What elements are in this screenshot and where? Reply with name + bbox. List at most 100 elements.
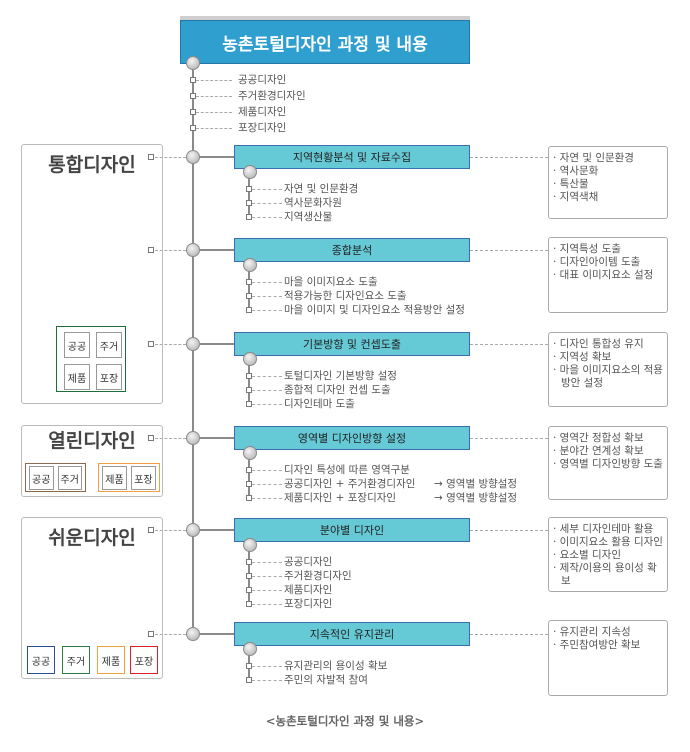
connector-line — [470, 530, 548, 531]
chip-public: 공공 — [64, 332, 90, 358]
bullet-square-icon — [246, 200, 252, 206]
chip-product: 제품 — [97, 646, 125, 674]
note-box: · 세부 디자인테마 활용· 이미지요소 활용 디자인· 요소별 디자인· 제작… — [548, 517, 668, 592]
sub-timeline — [248, 362, 250, 404]
connector-line — [196, 128, 232, 129]
connector-line — [199, 249, 234, 251]
top-item-label: 공공디자인 — [238, 74, 287, 86]
top-item-label: 포장디자인 — [238, 122, 287, 134]
stage-box: 지속적인 유지관리 — [234, 622, 470, 646]
note-item: · 특산물 — [553, 178, 589, 190]
chip-public: 공공 — [27, 646, 55, 674]
stage-box: 종합분석 — [234, 238, 470, 262]
connector-line — [252, 484, 282, 485]
bullet-square-icon — [148, 341, 154, 347]
bullet-square-icon — [246, 401, 252, 407]
sub-item-label: 주민의 자발적 참여 — [284, 674, 368, 686]
sub-node-circle — [243, 538, 257, 552]
sub-node-circle — [243, 352, 257, 366]
connector-line — [252, 470, 282, 471]
open-design-panel: 열린디자인 공공 주거 제품 포장 — [21, 425, 163, 497]
note-box: · 디자인 통합성 유지· 지역성 확보· 마을 이미지요소의 적용방안 설정 — [548, 332, 668, 407]
sub-node-circle — [243, 165, 257, 179]
connector-line — [199, 633, 234, 635]
sub-item-label: 공공디자인 + 주거환경디자인 — [284, 478, 416, 490]
connector-line — [199, 343, 234, 345]
easy-design-panel: 쉬운디자인 공공 주거 제품 포장 — [21, 517, 163, 679]
stage-box: 분야별 디자인 — [234, 518, 470, 542]
note-item: · 지역특성 도출 — [553, 243, 621, 255]
open-chip-group-1: 공공 주거 — [25, 463, 86, 492]
bullet-square-icon — [246, 663, 252, 669]
sub-item-label: 역사문화자원 — [284, 197, 342, 209]
figure-caption: <농촌토털디자인 과정 및 내용> — [265, 714, 425, 728]
node-circle — [186, 337, 200, 351]
note-item: · 디자인아이템 도출 — [553, 256, 641, 268]
bullet-square-icon — [148, 435, 154, 441]
connector-line — [252, 576, 282, 577]
stage-box: 기본방향 및 컨셉도출 — [234, 332, 470, 356]
connector-line — [252, 498, 282, 499]
note-item: · 주민참여방안 확보 — [553, 639, 641, 651]
bullet-square-icon — [246, 307, 252, 313]
sub-item-label: 적용가능한 디자인요소 도출 — [284, 290, 407, 302]
connector-line — [252, 203, 282, 204]
bullet-square-icon — [246, 279, 252, 285]
connector-line — [252, 404, 282, 405]
stage-box: 지역현황분석 및 자료수집 — [234, 145, 470, 169]
connector-line — [252, 217, 282, 218]
bullet-square-icon — [246, 481, 252, 487]
top-item-label: 주거환경디자인 — [238, 90, 306, 102]
chip-packaging: 포장 — [131, 466, 156, 490]
sub-item-label: 제품디자인 + 포장디자인 — [284, 492, 397, 504]
bullet-square-icon — [246, 467, 252, 473]
note-item: · 세부 디자인테마 활용 — [553, 523, 654, 535]
sub-item-label: 마을 이미지 및 디자인요소 적용방안 설정 — [284, 304, 465, 316]
chip-product: 제품 — [64, 364, 90, 390]
note-item: · 제작/이용의 용이성 확보 — [553, 562, 657, 587]
bullet-square-icon — [246, 601, 252, 607]
note-item: · 대표 이미지요소 설정 — [553, 269, 654, 281]
connector-line — [155, 634, 186, 635]
connector-line — [252, 390, 282, 391]
note-box: · 자연 및 인문환경· 역사문화· 특산물· 지역색채 — [548, 146, 668, 219]
connector-line — [155, 530, 186, 531]
node-circle — [186, 56, 200, 70]
note-item: · 영역간 정합성 확보 — [553, 432, 644, 444]
open-design-title: 열린디자인 — [48, 430, 136, 452]
bullet-square-icon — [190, 125, 196, 131]
bullet-square-icon — [246, 373, 252, 379]
bullet-square-icon — [148, 247, 154, 253]
sub-item-label: 자연 및 인문환경 — [284, 183, 359, 195]
bullet-square-icon — [246, 186, 252, 192]
connector-line — [470, 250, 548, 251]
connector-line — [196, 112, 232, 113]
connector-line — [196, 80, 232, 81]
sub-item-label: 제품디자인 — [284, 584, 333, 596]
node-circle — [186, 243, 200, 257]
easy-design-title: 쉬운디자인 — [48, 527, 136, 549]
integrated-chip-group: 공공 주거 제품 포장 — [56, 326, 126, 392]
note-item: · 역사문화 — [553, 165, 599, 177]
node-circle — [186, 523, 200, 537]
note-item: · 영역별 디자인방향 도출 — [553, 458, 663, 470]
connector-line — [155, 250, 186, 251]
sub-item-label: 포장디자인 — [284, 598, 333, 610]
bullet-square-icon — [246, 387, 252, 393]
note-item: · 자연 및 인문환경 — [553, 152, 634, 164]
bullet-square-icon — [246, 587, 252, 593]
chip-residential: 주거 — [57, 466, 82, 490]
sub-item-label: 종합적 디자인 컨셉 도출 — [284, 384, 391, 396]
sub-item-label: 주거환경디자인 — [284, 570, 352, 582]
note-box: · 지역특성 도출· 디자인아이템 도출· 대표 이미지요소 설정 — [548, 237, 668, 313]
connector-line — [252, 189, 282, 190]
connector-line — [199, 437, 234, 439]
bullet-square-icon — [148, 631, 154, 637]
connector-line — [155, 438, 186, 439]
connector-line — [252, 376, 282, 377]
bullet-square-icon — [190, 109, 196, 115]
bullet-square-icon — [246, 293, 252, 299]
chip-product: 제품 — [102, 466, 127, 490]
note-item: · 지역색채 — [553, 191, 599, 203]
note-item: · 마을 이미지요소의 적용방안 설정 — [553, 364, 663, 389]
